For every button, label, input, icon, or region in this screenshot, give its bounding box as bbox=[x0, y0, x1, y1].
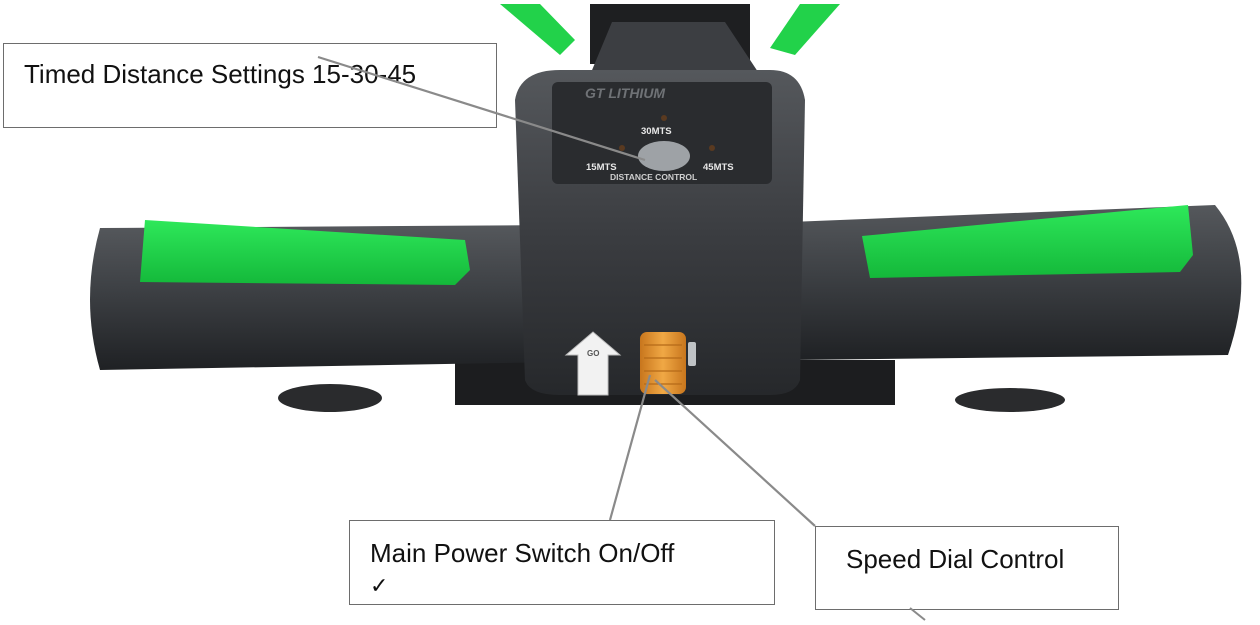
brand-logo: GT LITHIUM bbox=[585, 85, 665, 101]
check-mark-icon: ✓ bbox=[370, 572, 389, 598]
panel-title: DISTANCE CONTROL bbox=[610, 172, 697, 182]
setting-45mts-label: 45MTS bbox=[703, 162, 734, 173]
distance-control-panel: GT LITHIUM 30MTS 15MTS 45MTS DISTANCE CO… bbox=[552, 82, 772, 184]
green-clamp-left bbox=[500, 4, 575, 55]
setting-15mts-label: 15MTS bbox=[586, 162, 617, 173]
green-grip-left bbox=[140, 220, 470, 285]
callout-main-power-text: Main Power Switch On/Off bbox=[370, 538, 675, 568]
setting-30mts-label: 30MTS bbox=[641, 126, 672, 137]
callout-main-power: Main Power Switch On/Off ✓ bbox=[349, 520, 775, 605]
callout-timed-distance-text: Timed Distance Settings 15-30-45 bbox=[24, 59, 417, 89]
green-grip-right bbox=[862, 205, 1193, 278]
go-label: GO bbox=[587, 349, 599, 358]
callout-speed-dial: Speed Dial Control bbox=[815, 526, 1119, 610]
distance-select-button[interactable] bbox=[638, 141, 690, 171]
callout-timed-distance: Timed Distance Settings 15-30-45 bbox=[3, 43, 497, 128]
power-switch[interactable] bbox=[688, 342, 696, 366]
led-45-indicator bbox=[709, 145, 715, 151]
callout-speed-dial-text: Speed Dial Control bbox=[846, 544, 1065, 574]
go-arrow-icon: GO bbox=[564, 331, 622, 396]
led-15-indicator bbox=[619, 145, 625, 151]
speed-dial[interactable] bbox=[640, 332, 686, 394]
green-clamp-right bbox=[770, 4, 840, 55]
led-30-indicator bbox=[661, 115, 667, 121]
